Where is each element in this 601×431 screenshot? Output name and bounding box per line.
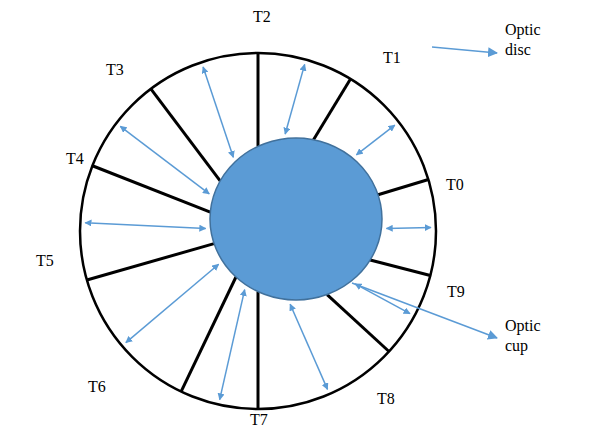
thickness-arrow [126,264,219,342]
sector-label: T4 [66,150,84,168]
thickness-arrow [85,223,205,229]
optic-cup-shape [210,138,382,300]
sector-label: T0 [446,176,464,194]
thickness-arrow [355,284,410,314]
sector-label: T5 [36,252,54,270]
thickness-arrow [120,126,209,194]
cup-callout-arrow [352,283,497,338]
sector-label: T7 [250,411,268,429]
sector-divider [314,79,351,140]
sector-divider [87,244,214,280]
sector-label: T6 [88,378,106,396]
thickness-arrow [356,125,394,155]
sector-divider [327,295,389,352]
thickness-arrow [220,290,245,400]
sector-divider [257,292,260,409]
sector-divider [151,89,220,181]
sector-divider [378,180,428,195]
thickness-arrow [285,64,304,134]
sector-divider [257,53,260,146]
sector-label: T9 [447,283,465,301]
sector-label: T8 [377,390,395,408]
sector-label: T2 [253,8,271,26]
sector-label: T1 [383,49,401,67]
thickness-arrow [203,67,233,157]
disc-callout-arrow [432,47,497,53]
thickness-arrow [290,304,327,389]
sector-label: T3 [106,61,124,79]
optic-disc-outline [80,53,436,409]
thickness-arrow [386,227,431,229]
part-label: Optic cup [505,316,555,356]
sector-divider [181,277,236,392]
sector-divider [370,260,430,276]
sector-divider [92,166,210,212]
part-label: Optic disc [505,20,555,60]
